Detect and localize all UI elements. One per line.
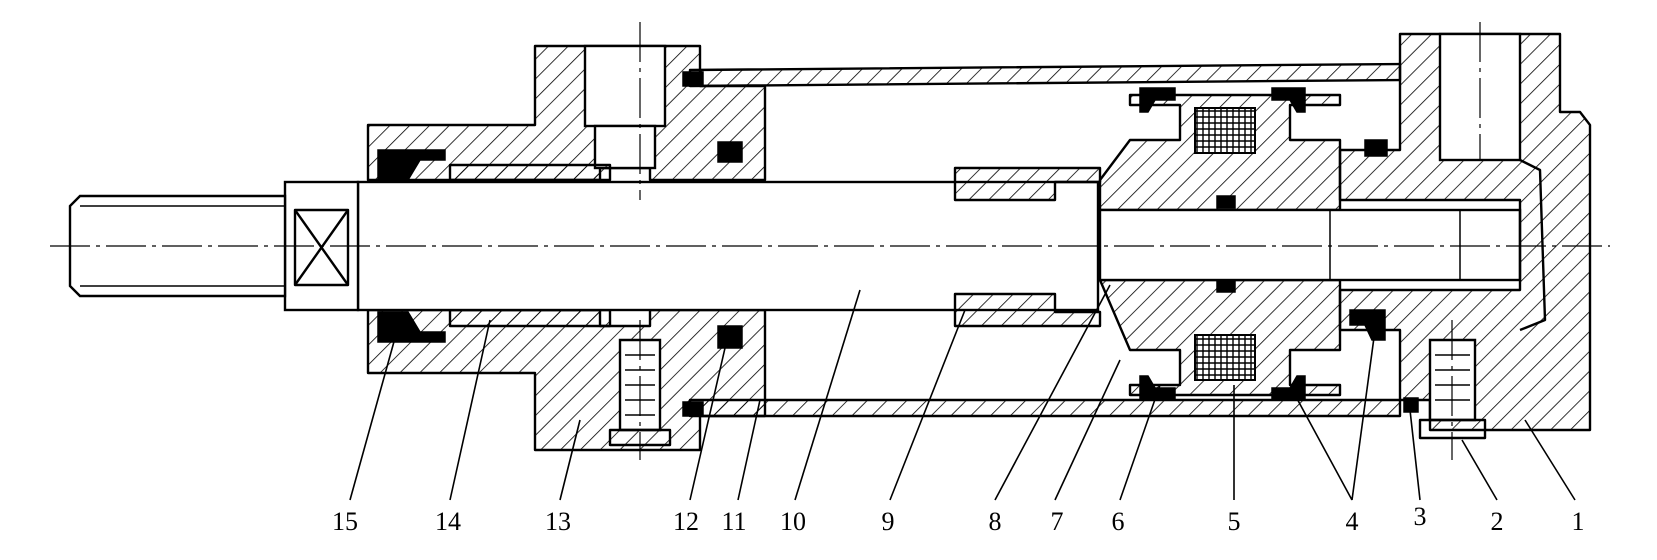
rod-seals [377,149,446,343]
label-1: 1 [1572,507,1585,536]
wear-rings [1194,107,1256,381]
label-3: 3 [1414,502,1427,531]
port-boss-front [583,44,667,128]
rear-cushion-seal [1349,139,1388,341]
label-7: 7 [1051,507,1064,536]
part-labels: 15 14 13 12 11 10 9 8 7 6 5 4 3 2 1 [332,502,1585,536]
label-8: 8 [989,507,1002,536]
label-14: 14 [435,507,461,536]
label-15: 15 [332,507,358,536]
label-4: 4 [1346,507,1359,536]
front-cover [366,44,767,452]
label-10: 10 [780,507,806,536]
rod-end [1098,208,1522,282]
label-11: 11 [721,507,746,536]
cushion-sleeve [953,166,1102,328]
label-13: 13 [545,507,571,536]
label-5: 5 [1228,507,1241,536]
o-ring [1403,397,1419,413]
label-9: 9 [882,507,895,536]
label-12: 12 [673,507,699,536]
piston-seals [1139,87,1306,401]
center-lines [50,22,1610,460]
front-cushion-seals [682,71,743,417]
label-2: 2 [1491,507,1504,536]
label-6: 6 [1112,507,1125,536]
leader-lines [349,284,1576,501]
